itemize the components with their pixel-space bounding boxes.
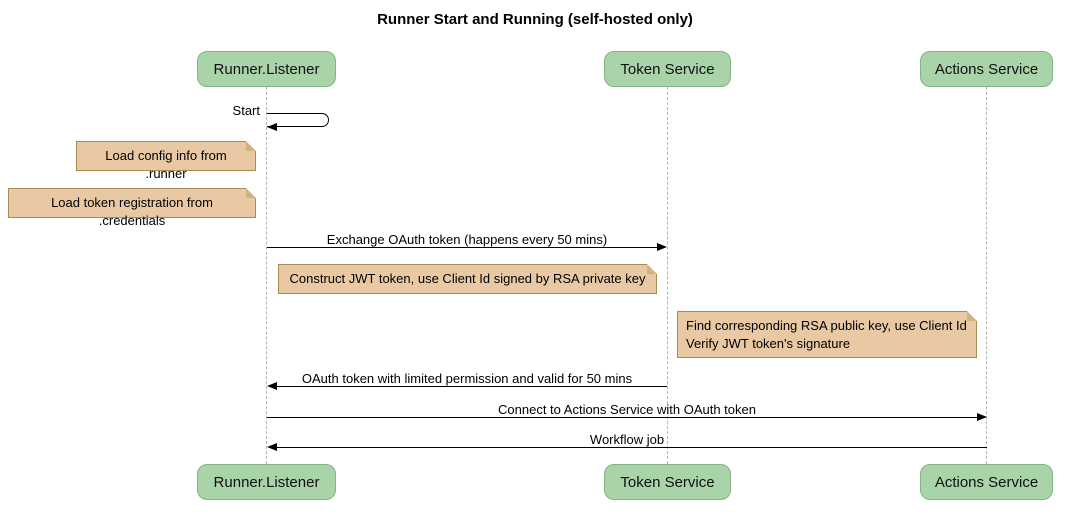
message-exchange-oauth-label: Exchange OAuth token (happens every 50 m… — [326, 232, 608, 247]
participant-runner-listener-bottom: Runner.Listener — [197, 464, 336, 500]
note-text-line-2: Verify JWT token's signature — [686, 336, 851, 351]
lifeline-actions-service — [986, 87, 987, 464]
participant-label: Token Service — [620, 60, 715, 78]
arrowhead-left-icon — [267, 123, 277, 131]
arrowhead-left-icon — [267, 443, 277, 451]
participant-label: Actions Service — [934, 60, 1039, 78]
note-construct-jwt: Construct JWT token, use Client Id signe… — [278, 264, 657, 294]
participant-actions-service-bottom: Actions Service — [920, 464, 1053, 500]
participant-actions-service-top: Actions Service — [920, 51, 1053, 87]
participant-runner-listener-top: Runner.Listener — [197, 51, 336, 87]
note-verify-jwt: Find corresponding RSA public key, use C… — [677, 311, 977, 358]
lifeline-runner-listener — [266, 87, 267, 464]
arrowhead-right-icon — [977, 413, 987, 421]
message-workflow-job-label: Workflow job — [589, 432, 665, 447]
participant-token-service-bottom: Token Service — [604, 464, 731, 500]
message-start-self-loop — [267, 113, 329, 127]
message-start-label: Start — [232, 103, 260, 118]
note-load-config: Load config info from .runner — [76, 141, 256, 181]
participant-label: Token Service — [620, 473, 715, 491]
message-exchange-oauth-line — [267, 247, 658, 248]
arrowhead-left-icon — [267, 382, 277, 390]
message-connect-actions-line — [267, 417, 978, 418]
arrowhead-right-icon — [657, 243, 667, 251]
note-text: Load token registration from .credential… — [51, 195, 213, 228]
participant-label: Runner.Listener — [213, 60, 320, 78]
message-workflow-job-line — [276, 447, 987, 448]
note-text: Construct JWT token, use Client Id signe… — [289, 271, 646, 286]
message-connect-actions-label: Connect to Actions Service with OAuth to… — [498, 402, 756, 417]
participant-label: Runner.Listener — [213, 473, 320, 491]
message-oauth-token-back-line — [276, 386, 667, 387]
note-text: Load config info from .runner — [105, 148, 227, 181]
note-text-line-1: Find corresponding RSA public key, use C… — [686, 318, 967, 333]
note-load-token-registration: Load token registration from .credential… — [8, 188, 256, 228]
participant-token-service-top: Token Service — [604, 51, 731, 87]
participant-label: Actions Service — [934, 473, 1039, 491]
diagram-title: Runner Start and Running (self-hosted on… — [377, 11, 693, 28]
lifeline-token-service — [667, 87, 668, 464]
message-oauth-token-back-label: OAuth token with limited permission and … — [301, 371, 633, 386]
